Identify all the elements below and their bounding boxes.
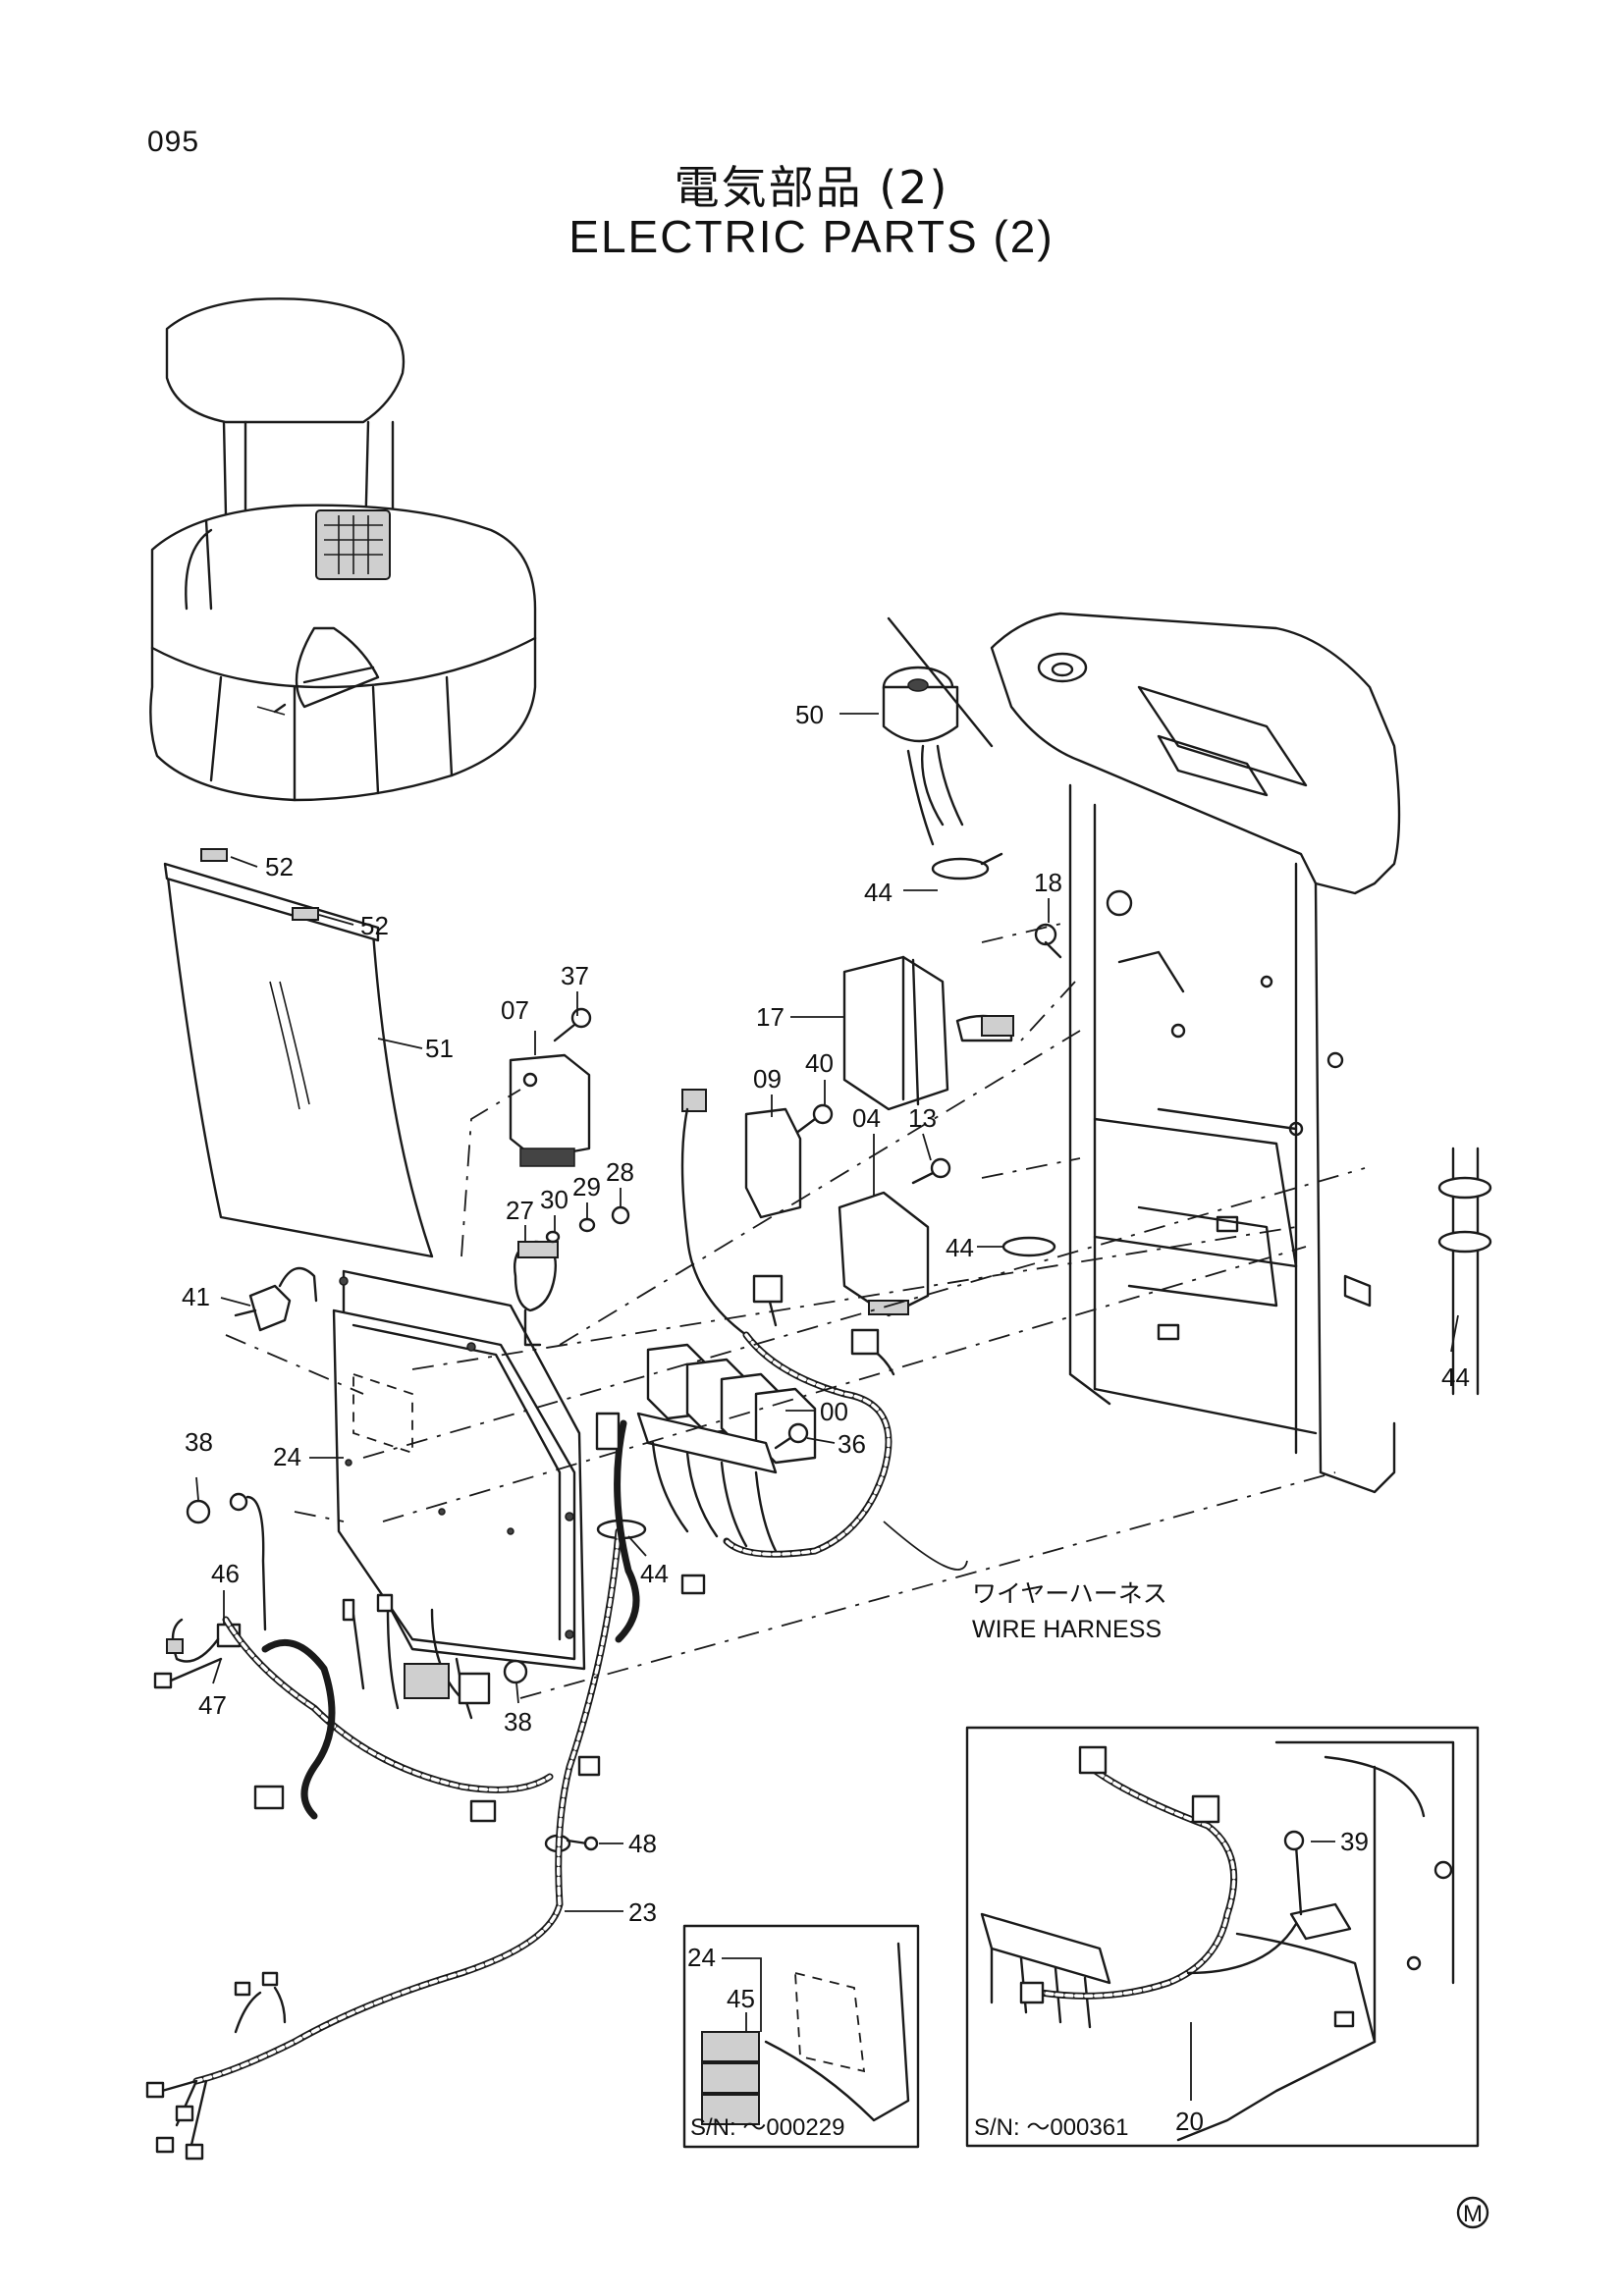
part-00-relay-group xyxy=(636,1343,817,1553)
callout-44: 44 xyxy=(946,1233,974,1262)
callout-29: 29 xyxy=(572,1172,601,1201)
callout-18: 18 xyxy=(1034,868,1062,897)
callout-24: 24 xyxy=(273,1442,301,1471)
part-47-connector xyxy=(153,1657,223,1689)
part-28-screw xyxy=(611,1205,630,1225)
callout-50: 50 xyxy=(795,700,824,729)
part-23-wire-harness xyxy=(145,1527,622,2161)
callout-48: 48 xyxy=(628,1829,657,1858)
callout-00: 00 xyxy=(820,1397,848,1426)
part-41-switch xyxy=(234,1266,318,1332)
part-07-relay xyxy=(509,1053,591,1167)
callout-37: 37 xyxy=(561,961,589,990)
part-51-panel xyxy=(163,862,434,1258)
callout-13: 13 xyxy=(908,1103,937,1133)
callout-47: 47 xyxy=(198,1690,227,1720)
part-09-relay xyxy=(680,1089,802,1337)
part-38-bolt xyxy=(186,1492,528,1684)
callout-07: 07 xyxy=(501,995,529,1025)
cab-frame-structure xyxy=(990,612,1492,1494)
callout-40: 40 xyxy=(805,1048,834,1078)
wire-harness-label-english: WIRE HARNESS xyxy=(972,1616,1162,1643)
part-40-bolt xyxy=(793,1103,834,1136)
part-37-screw xyxy=(553,1007,592,1042)
inset-right-box xyxy=(965,1726,1480,2148)
callout-30: 30 xyxy=(540,1185,568,1214)
callout-41: 41 xyxy=(182,1282,210,1311)
callout-17: 17 xyxy=(756,1002,784,1032)
callout-20: 20 xyxy=(1175,2107,1204,2136)
wire-harness-label-japanese: ワイヤーハーネス xyxy=(972,1579,1167,1608)
callout-39: 39 xyxy=(1340,1827,1369,1856)
callout-36: 36 xyxy=(838,1429,866,1459)
callout-28: 28 xyxy=(606,1157,634,1187)
callout-51: 51 xyxy=(425,1034,454,1063)
page-number: 095 xyxy=(147,126,200,158)
part-27-buzzer xyxy=(514,1240,559,1347)
callout-09: 09 xyxy=(753,1064,782,1094)
callout-44: 44 xyxy=(864,878,893,907)
part-36-bolt xyxy=(774,1422,809,1450)
callout-46: 46 xyxy=(211,1559,240,1588)
inset-right-serial: S/N: ～000361 xyxy=(974,2114,1128,2141)
part-50-key-switch xyxy=(882,616,994,846)
callout-44: 44 xyxy=(1441,1362,1470,1392)
footer-mark: M xyxy=(1456,2196,1489,2229)
part-24-controller xyxy=(332,1269,586,1671)
inset-left-box xyxy=(682,1924,920,2149)
part-17-relay-box xyxy=(842,955,1014,1111)
part-13-bolt xyxy=(911,1157,951,1185)
callout-38: 38 xyxy=(185,1427,213,1457)
inset-left-serial: S/N: ～000229 xyxy=(690,2114,844,2141)
page-title-english: ELECTRIC PARTS (2) xyxy=(568,211,1055,262)
footer-mark-letter: M xyxy=(1463,2201,1483,2227)
callout-45: 45 xyxy=(727,1984,755,2013)
callout-52: 52 xyxy=(265,852,294,881)
part-48-clamp xyxy=(544,1834,599,1853)
callout-23: 23 xyxy=(628,1897,657,1927)
callout-27: 27 xyxy=(506,1196,534,1225)
callout-labels: 50 44 18 52 52 51 37 07 17 40 09 13 04 2… xyxy=(182,700,1470,2141)
callout-44: 44 xyxy=(640,1559,669,1588)
part-04-flasher xyxy=(838,1191,930,1317)
main-wire-harness xyxy=(253,1274,895,1823)
part-44-clamp xyxy=(596,852,1056,1540)
callout-38: 38 xyxy=(504,1707,532,1736)
part-29-washer xyxy=(578,1217,596,1233)
cab-overview-illustration xyxy=(149,297,537,802)
callout-52: 52 xyxy=(360,911,389,940)
part-52-cap xyxy=(200,848,319,921)
part-18-bolt xyxy=(1034,923,1062,959)
callout-04: 04 xyxy=(852,1103,881,1133)
part-30-washer xyxy=(545,1230,561,1244)
callout-24: 24 xyxy=(687,1943,716,1972)
callout-leaders xyxy=(195,713,1459,1912)
reference-lines xyxy=(225,922,1366,1699)
page-title-japanese: 電気部品 (2) xyxy=(674,161,949,214)
